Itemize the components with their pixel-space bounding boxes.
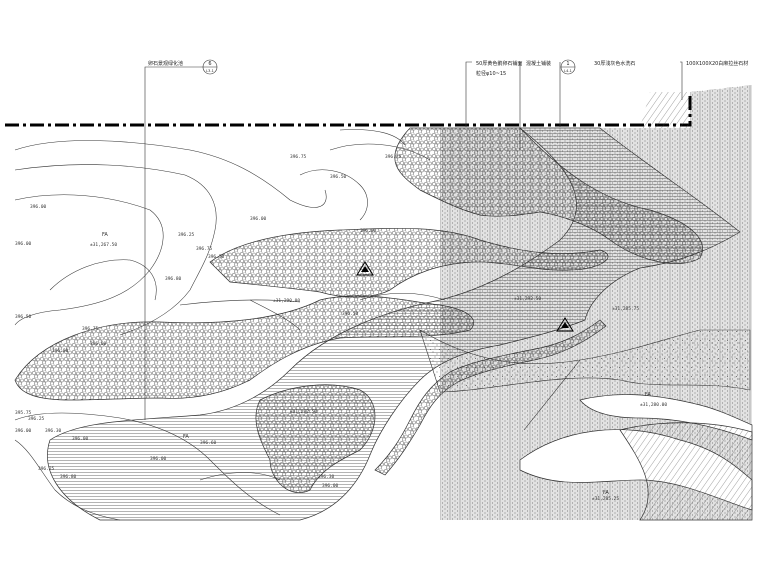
spot-level: ±31,267.50 bbox=[90, 242, 117, 248]
callout-washed-stone: 30厚浅灰色水洗石 bbox=[594, 60, 635, 67]
spot-level: ±31,285.25 bbox=[592, 496, 619, 502]
ref-circle-1-sheet: L4-1 bbox=[564, 69, 572, 73]
spot-level: ±31,292.50 bbox=[514, 296, 541, 302]
spot-level: ±31,290.00 bbox=[273, 298, 300, 304]
zone-label-fa3: FA bbox=[645, 392, 651, 398]
elevation-label: 396.30 bbox=[318, 474, 335, 480]
contour-lines bbox=[14, 129, 446, 521]
ref-circle-6-num: 6 bbox=[208, 61, 211, 67]
callout-pebble-size: 粒径φ10~15 bbox=[476, 70, 506, 77]
callout-concrete: 混凝土铺装 bbox=[526, 60, 551, 67]
elevation-label: 396.25 bbox=[38, 466, 55, 472]
callout-granite: 100X100X20白麻拉丝石材 bbox=[686, 60, 748, 67]
elevation-label: 396.50 bbox=[15, 314, 32, 320]
elevation-label: 396.80 bbox=[60, 474, 77, 480]
ref-circle-1: 1 L4-1 bbox=[560, 59, 576, 75]
elevation-label: 395.75 bbox=[15, 410, 32, 416]
elevation-label: 396.00 bbox=[250, 216, 267, 222]
callout-leaders bbox=[144, 61, 683, 431]
elevation-label: 396.80 bbox=[165, 276, 182, 282]
site-boundary-line bbox=[5, 95, 692, 127]
callout-yellow-pebble: 50厚黄色鹅卵石铺面 bbox=[476, 60, 522, 67]
elevation-label: 396.00 bbox=[15, 428, 32, 434]
elevation-label: 396.80 bbox=[52, 348, 69, 354]
hatched-planting-area bbox=[619, 422, 753, 521]
pebble-bed-upper bbox=[394, 127, 703, 264]
zone-label-fa2: FA bbox=[183, 434, 189, 440]
elevation-label: 396.00 bbox=[72, 436, 89, 442]
elevation-label: 396.00 bbox=[90, 341, 107, 347]
elevation-label: 396.30 bbox=[45, 428, 62, 434]
elevation-label: 396.50 bbox=[330, 174, 347, 180]
spot-level: ±31,285.75 bbox=[612, 306, 639, 312]
elevation-label: 396.60 bbox=[200, 440, 217, 446]
ref-circle-1-num: 1 bbox=[566, 61, 569, 67]
pebble-bed-lower bbox=[255, 384, 376, 493]
ref-circle-6-sheet: L3-1 bbox=[206, 69, 214, 73]
spot-level: ±31,282.50 bbox=[290, 409, 317, 415]
level-marker-2 bbox=[556, 317, 574, 332]
elevation-label: 396.75 bbox=[385, 154, 402, 160]
pebble-strip-winding bbox=[374, 319, 607, 476]
callout-pebble-pool: 卵石景观绿化池 bbox=[148, 60, 183, 67]
elevation-label: 396.00 bbox=[322, 483, 339, 489]
spot-level: ±31,280.00 bbox=[640, 402, 667, 408]
stipple-paving-area bbox=[419, 329, 751, 393]
elevation-label: 396.75 bbox=[82, 326, 99, 332]
north-corner-marker bbox=[640, 92, 690, 128]
elevation-label: 396.50 bbox=[342, 311, 359, 317]
elevation-label: 396.25 bbox=[28, 416, 45, 422]
zone-label-fa1: FA bbox=[102, 232, 108, 238]
elevation-label: 396.00 bbox=[15, 241, 32, 247]
elevation-label: 396.50 bbox=[208, 254, 225, 260]
elevation-label: 396.75 bbox=[290, 154, 307, 160]
elevation-label: 396.75 bbox=[196, 246, 213, 252]
elevation-label: 396.00 bbox=[360, 228, 377, 234]
level-marker-1 bbox=[356, 261, 374, 276]
elevation-label: 396.00 bbox=[150, 456, 167, 462]
ref-circle-6: 6 L3-1 bbox=[202, 59, 218, 75]
elevation-label: 396.00 bbox=[30, 204, 47, 210]
pebble-bed-left bbox=[14, 295, 475, 401]
zone-label-fa4: FA bbox=[603, 490, 609, 496]
elevation-label: 396.25 bbox=[178, 232, 195, 238]
